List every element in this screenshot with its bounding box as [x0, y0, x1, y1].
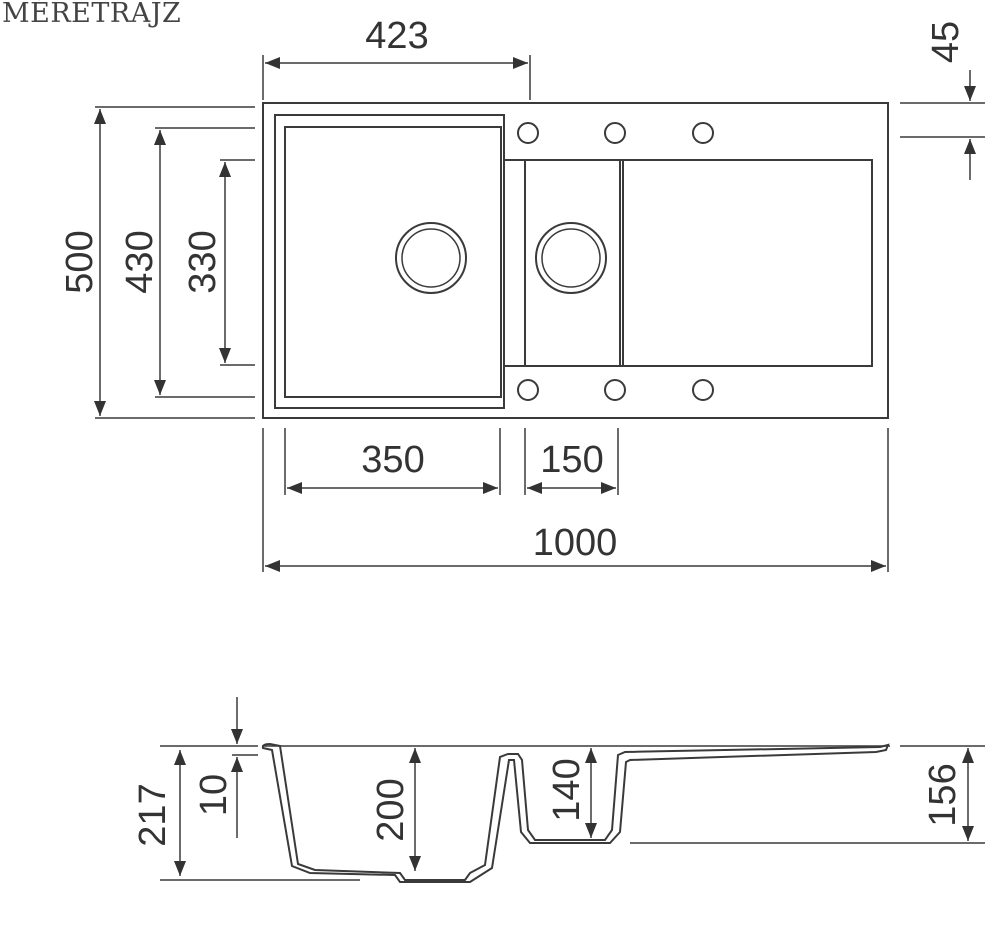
top-view: 423 45 500 430 330 350 150 1000: [59, 15, 985, 572]
dim-140: 140: [546, 758, 588, 821]
dim-45: 45: [925, 21, 967, 63]
dim-1000: 1000: [533, 522, 618, 564]
tap-holes: [517, 122, 714, 401]
sink-outline: [262, 102, 889, 419]
dim-10: 10: [193, 774, 235, 816]
dim-330: 330: [182, 230, 224, 293]
main-bowl-outer: [274, 114, 505, 409]
dim-423: 423: [365, 15, 428, 57]
dim-156: 156: [922, 763, 964, 826]
drawing-title: MÉRETRAJZ: [2, 0, 182, 29]
small-bowl: [524, 159, 621, 367]
side-view: 217 10 200 140 156: [132, 697, 985, 883]
dim-217: 217: [132, 783, 174, 846]
sink-profile: [261, 742, 890, 883]
dim-350: 350: [361, 439, 424, 481]
main-drain-icon: [395, 222, 467, 294]
main-bowl-inner: [284, 126, 502, 398]
dim-150: 150: [540, 439, 603, 481]
dim-430: 430: [119, 230, 161, 293]
small-drain-icon: [535, 222, 607, 294]
dim-200: 200: [370, 778, 412, 841]
dim-500: 500: [59, 230, 101, 293]
drainboard-area: [505, 159, 873, 367]
